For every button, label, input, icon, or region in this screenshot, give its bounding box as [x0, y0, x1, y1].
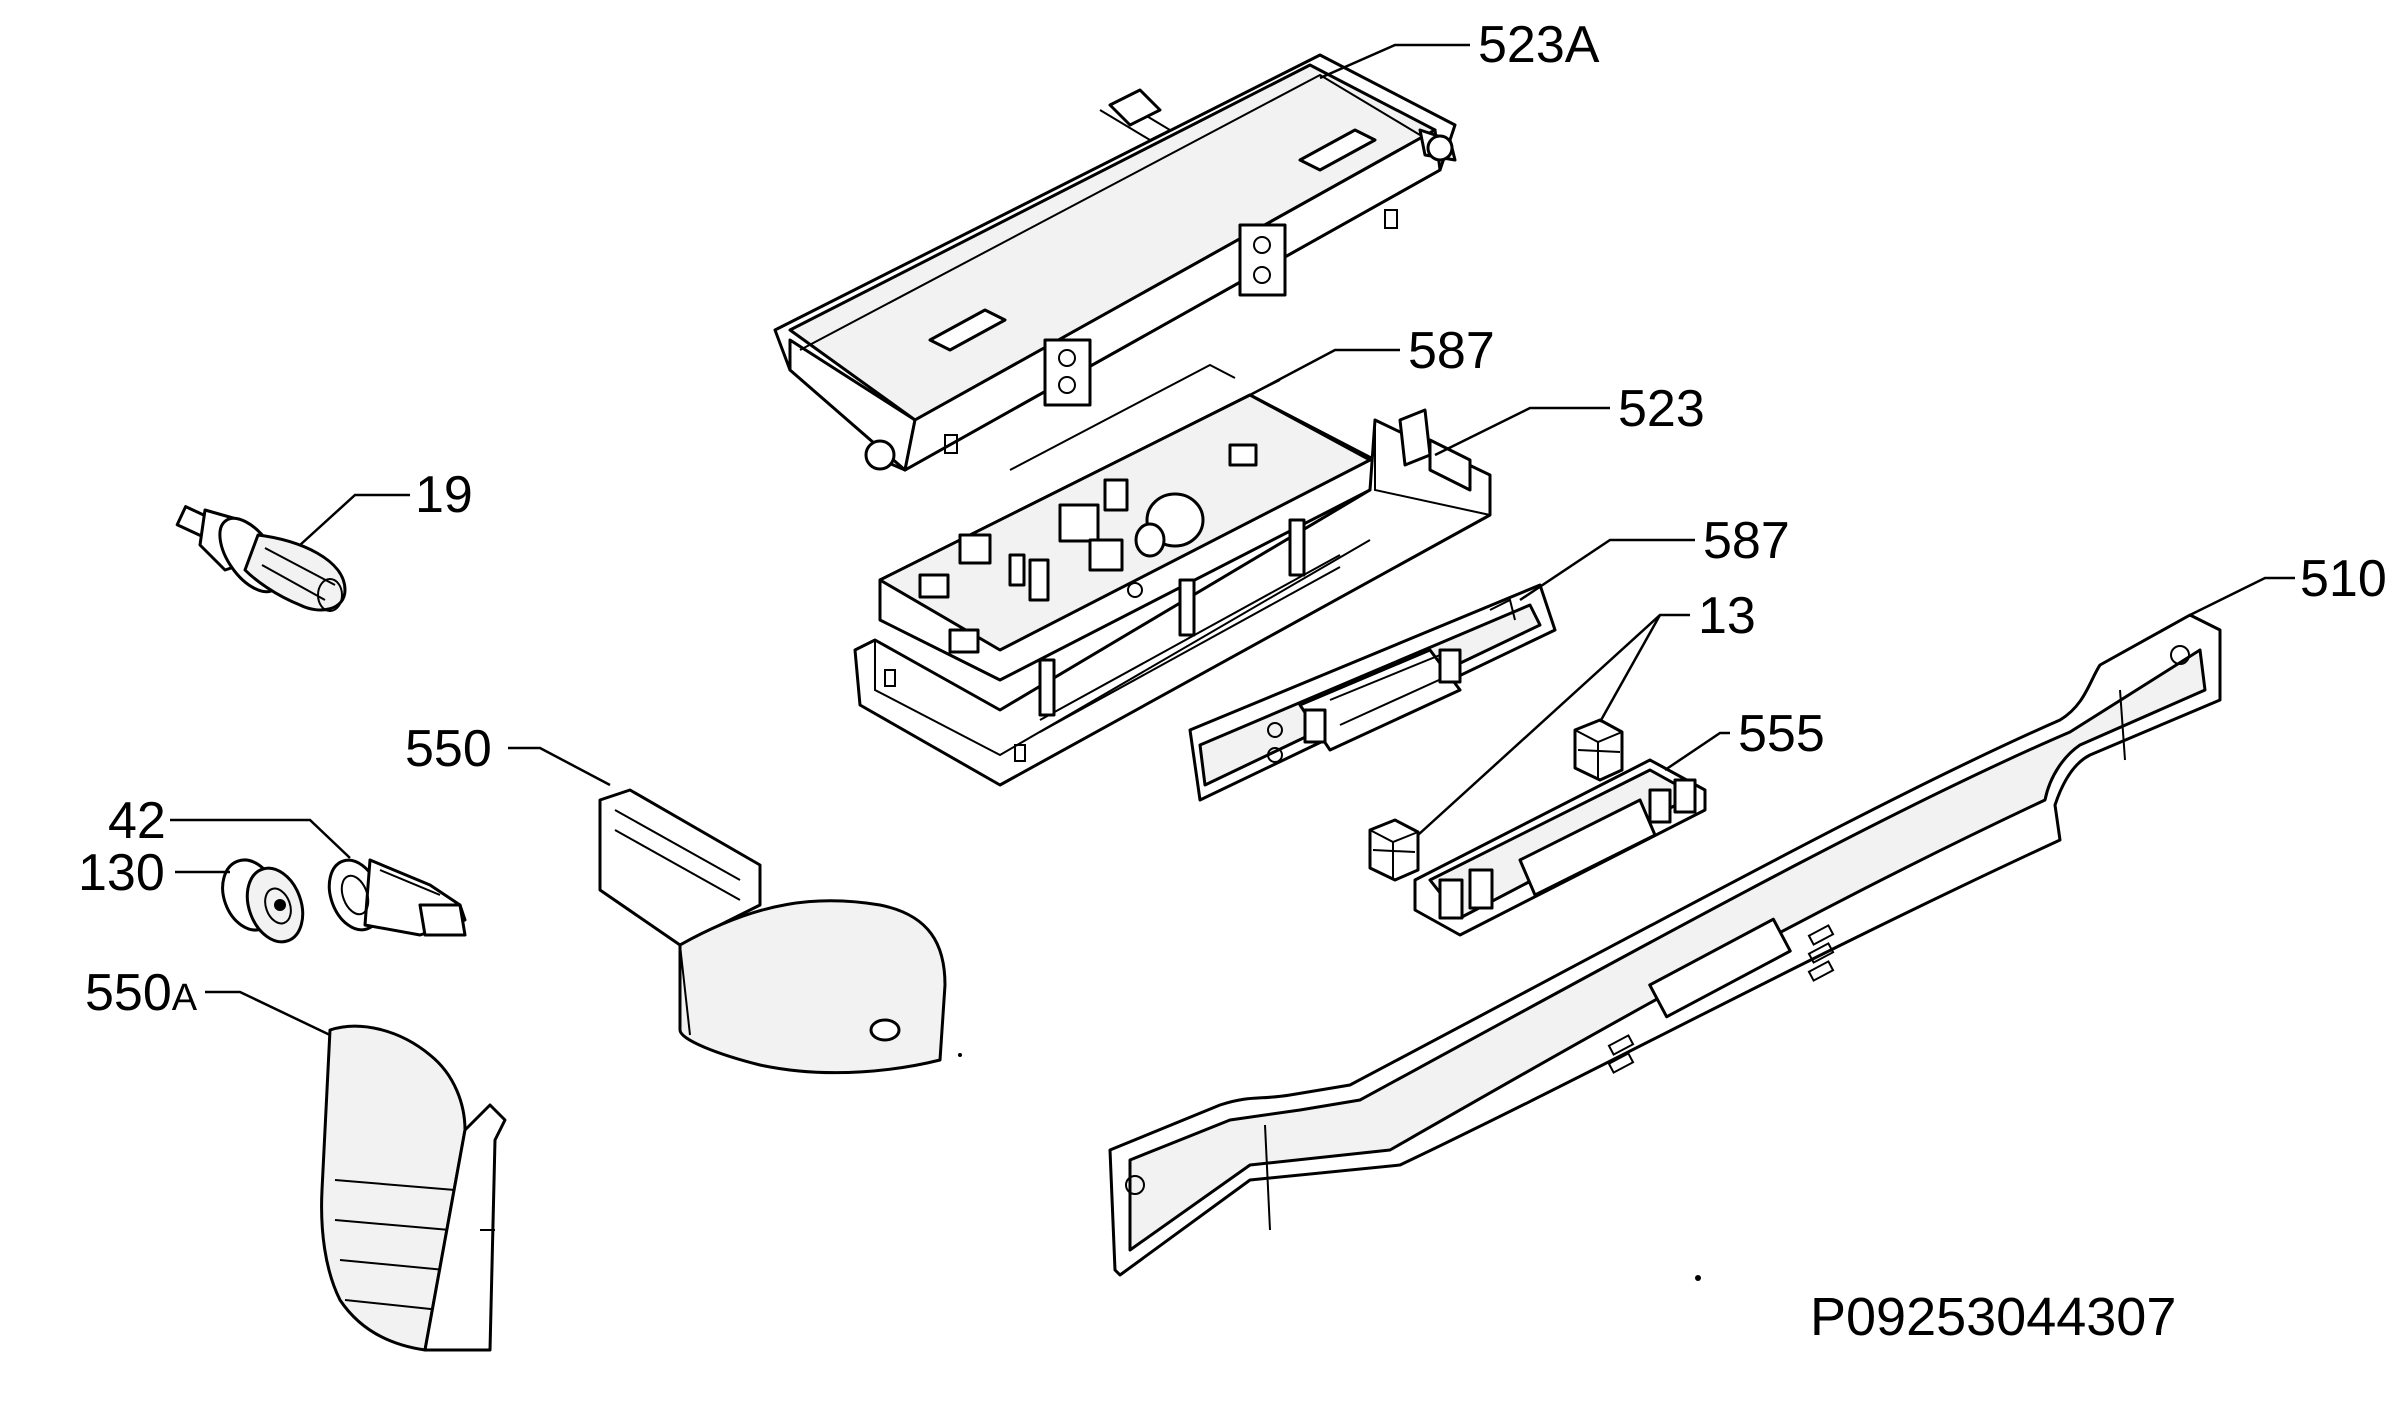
- leader-13-b: [1417, 613, 1690, 836]
- leader-587-upper: [1249, 348, 1400, 397]
- leader-523A: [1319, 43, 1470, 80]
- leader-555: [1664, 731, 1730, 772]
- callout-523: 523: [1618, 380, 1705, 438]
- part-130-socket-ring: [221, 858, 305, 944]
- leader-523: [1434, 406, 1610, 457]
- callout-550A-number: 550: [85, 964, 172, 1022]
- part-550-end-cap: [598, 788, 947, 1075]
- part-13-button-upper: [1573, 718, 1624, 782]
- leader-lines: [170, 43, 2295, 1037]
- callout-587-lower: 587: [1703, 512, 1790, 570]
- callout-587-upper: 587: [1408, 322, 1495, 380]
- part-555-display-carrier: [1413, 758, 1707, 937]
- part-42-lamp-holder: [327, 858, 467, 937]
- callout-550A: 550A: [85, 964, 198, 1022]
- callout-19: 19: [415, 466, 473, 524]
- part-510-front-fascia: [1108, 613, 2222, 1277]
- callout-13: 13: [1698, 587, 1756, 645]
- stray-mark: [1695, 1275, 1701, 1281]
- leader-13-a: [1598, 614, 1662, 723]
- callout-555: 555: [1738, 705, 1825, 763]
- part-587-board-lower: [1188, 583, 1557, 802]
- callout-130: 130: [78, 844, 165, 902]
- leader-42: [170, 818, 351, 859]
- callout-523A: 523A: [1478, 16, 1600, 74]
- stray-mark-2: [958, 1053, 962, 1057]
- part-587-pcb-upper: [878, 363, 1377, 682]
- leader-19: [299, 493, 410, 546]
- leader-550A: [205, 990, 331, 1037]
- drawing-code: P09253044307: [1810, 1287, 2176, 1347]
- callout-550: 550: [405, 720, 492, 778]
- callout-510: 510: [2300, 550, 2387, 608]
- part-19-lamp: [175, 505, 347, 612]
- callout-550A-suffix: A: [172, 977, 198, 1019]
- part-550A-end-cap: [320, 1024, 507, 1352]
- callout-labels: 523A 587 523 19 587 510 13 555 550 42 13…: [78, 16, 2387, 1347]
- callout-42: 42: [108, 792, 166, 850]
- leader-587-lower: [1519, 538, 1695, 602]
- leader-510: [2189, 576, 2295, 617]
- leader-550: [508, 746, 611, 787]
- part-13-button-lower: [1368, 818, 1420, 882]
- part-523A-housing-cover: [773, 53, 1457, 472]
